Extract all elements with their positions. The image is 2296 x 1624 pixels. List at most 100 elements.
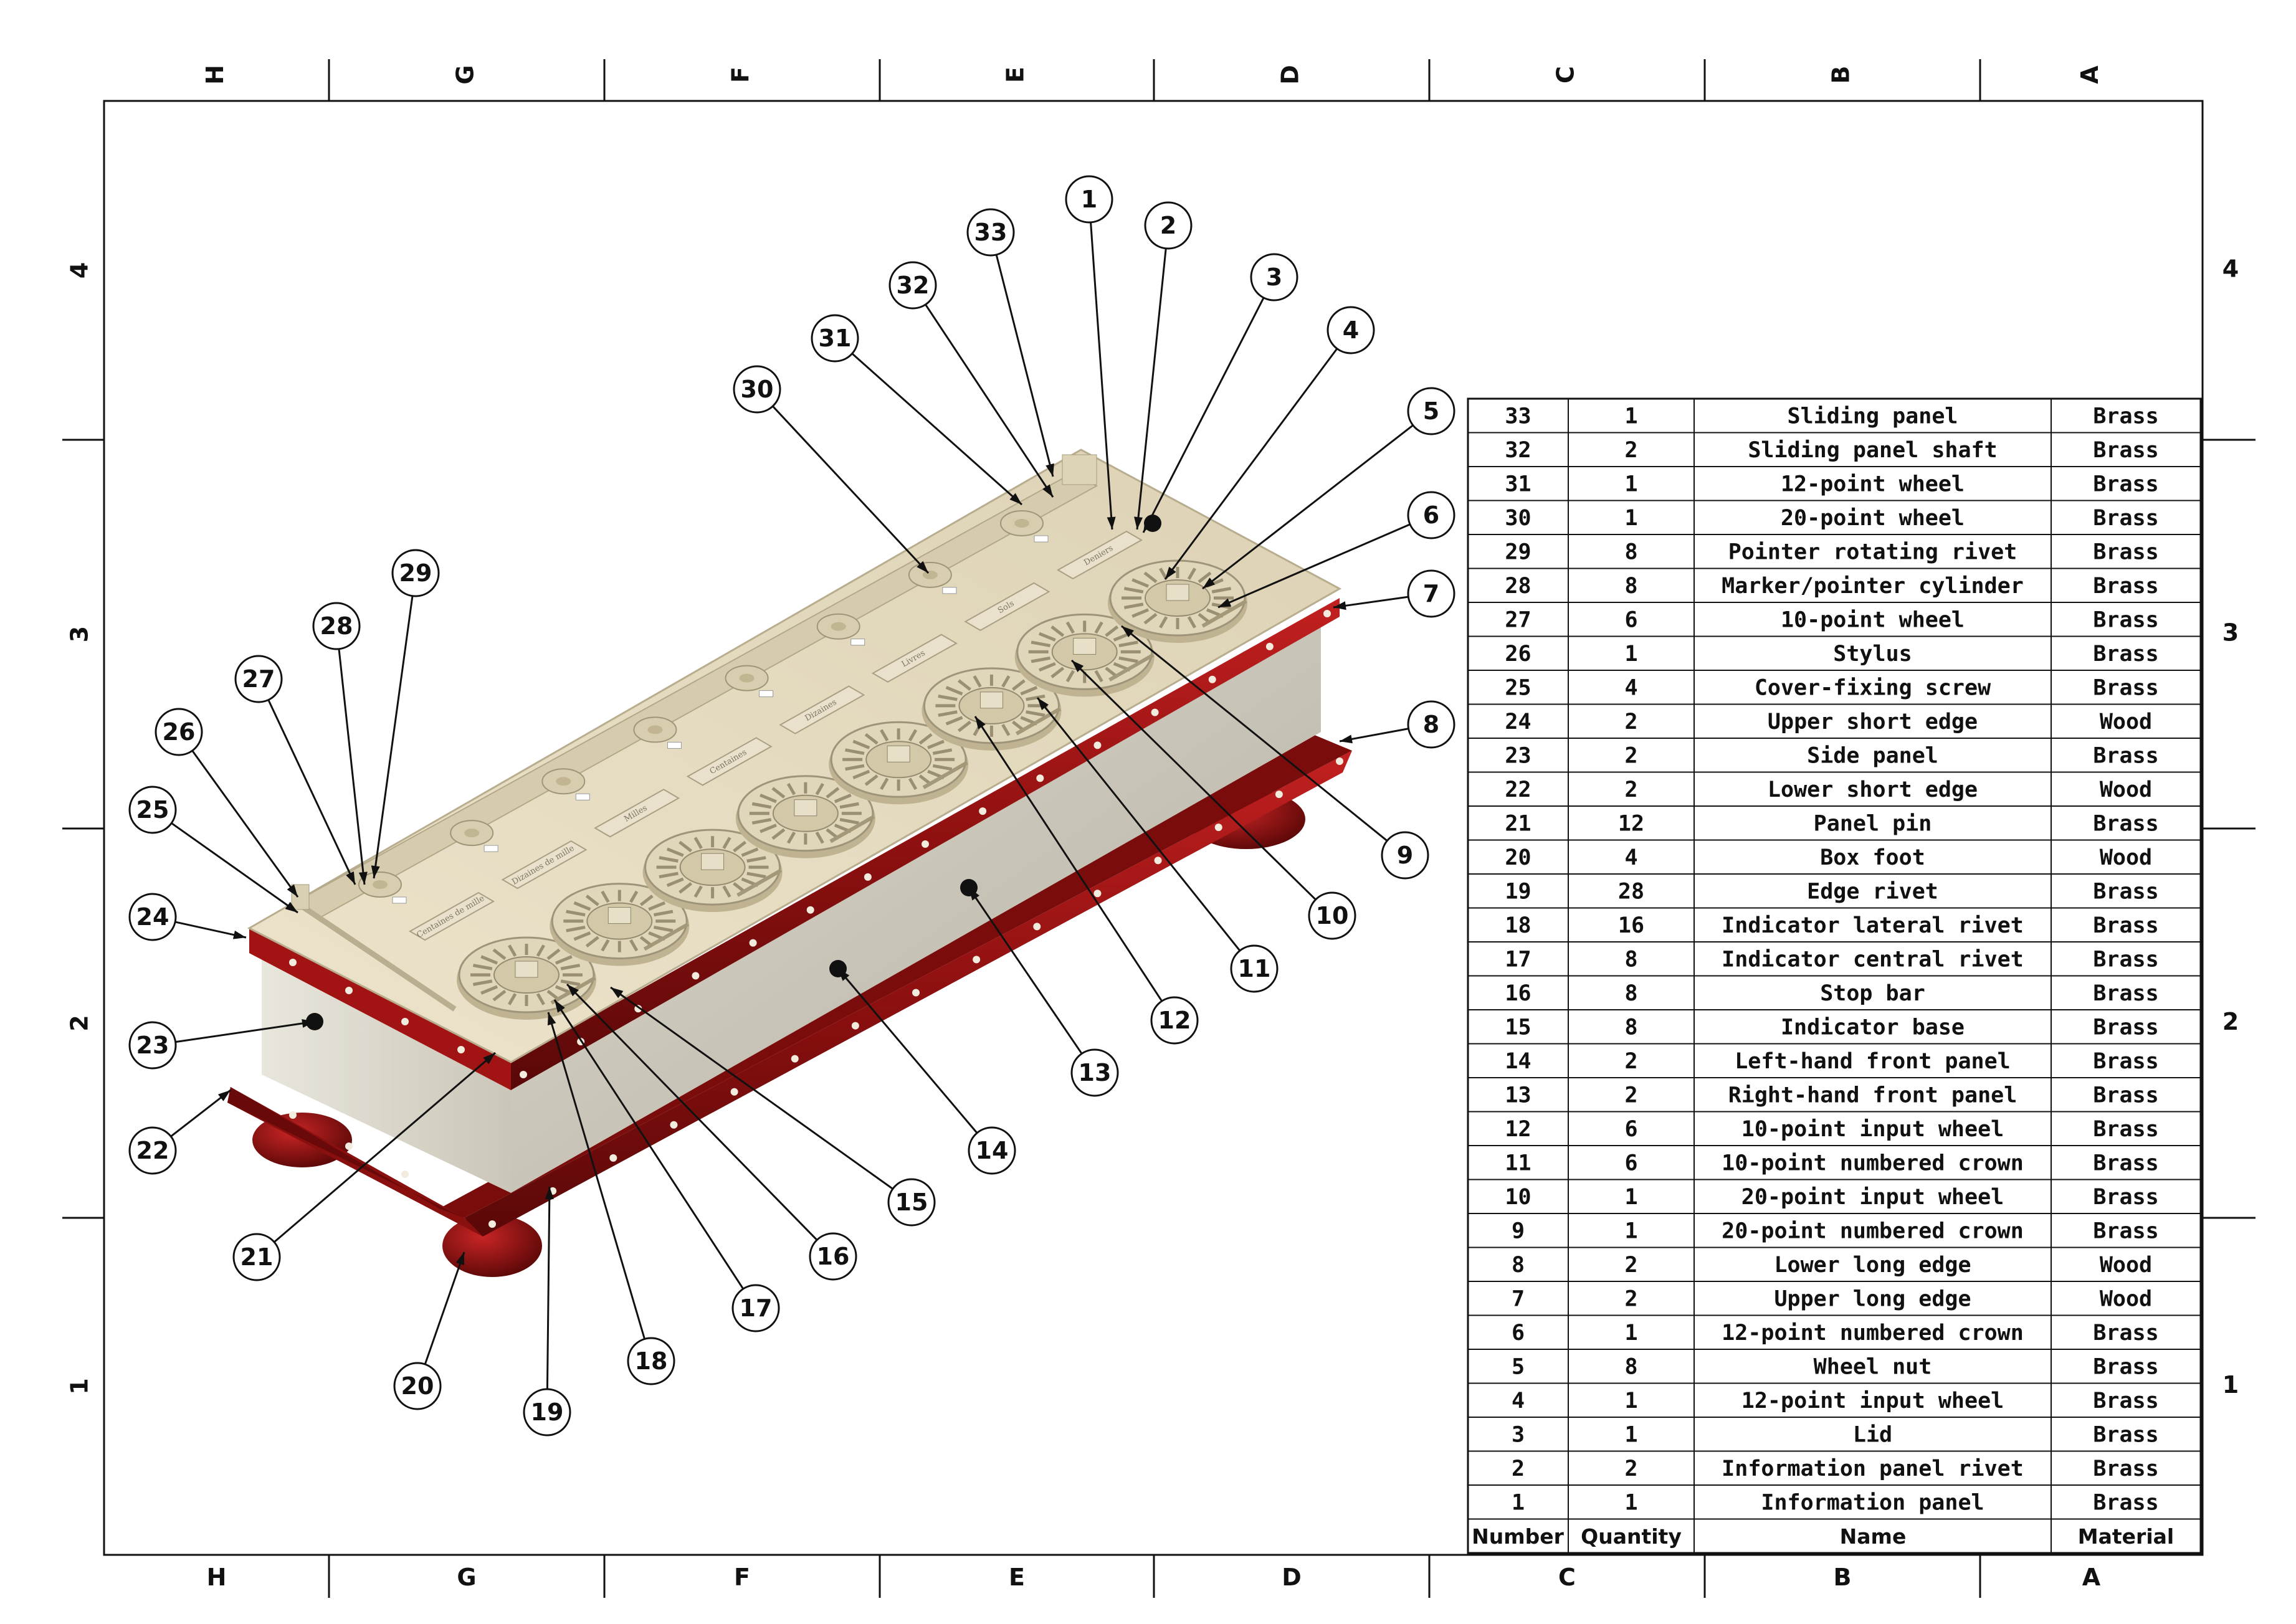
callout-circle: [232, 1233, 281, 1281]
wheel-spoke: [845, 748, 865, 755]
bom-cell-quantity: 2: [1624, 1286, 1637, 1311]
bom-cell-name: Lower long edge: [1774, 1253, 1971, 1278]
callout-number: 26: [163, 718, 196, 746]
leader-line: [1217, 523, 1410, 609]
bom-cell-material: Wood: [2100, 710, 2152, 734]
indicator-base: [515, 961, 538, 978]
callout-circle: [312, 602, 361, 650]
indicator-base: [1073, 637, 1097, 655]
leader-line: [1136, 249, 1167, 530]
bom-cell-number: 15: [1505, 1015, 1531, 1040]
wheel-spoke: [1159, 567, 1168, 580]
edge-rivet: [1208, 675, 1216, 683]
bom-cell-number: 30: [1505, 506, 1531, 531]
wheel-spoke: [508, 993, 517, 1005]
callout-number: 11: [1238, 955, 1271, 982]
callout-20: 20: [393, 1362, 442, 1410]
callout-circle: [1065, 175, 1113, 224]
wheel-spoke: [492, 989, 507, 1002]
callout-number: 20: [401, 1372, 434, 1400]
leader-arrowhead: [1072, 660, 1084, 673]
wheel-spoke: [566, 926, 586, 933]
bom-cell-number: 17: [1505, 947, 1531, 972]
bom-cell-number: 4: [1512, 1389, 1525, 1413]
leader-arrowhead: [547, 1012, 556, 1026]
wheel-spoke: [1026, 694, 1046, 701]
leader-arrowhead: [232, 930, 246, 939]
wheel-spoke: [880, 777, 889, 791]
callout-circle: [1381, 831, 1429, 880]
bom-cell-name: 10-point wheel: [1781, 607, 1965, 632]
10-point-input-wheel: [457, 559, 1247, 1020]
leader-line: [1036, 697, 1241, 951]
callout-number: 19: [531, 1398, 564, 1426]
leader-line: [566, 983, 817, 1240]
wheel-spoke: [536, 944, 545, 957]
wheel-spoke: [648, 901, 666, 911]
12-point-input-wheel: [1108, 559, 1247, 643]
callout-9: 9: [1381, 831, 1429, 880]
edge-rivet: [806, 906, 814, 914]
bom-cell-number: 5: [1512, 1354, 1525, 1379]
wheel-spoke: [945, 686, 963, 696]
wheel-spoke: [741, 847, 759, 857]
wheel-spoke: [659, 871, 679, 879]
wheel-spoke: [973, 675, 982, 688]
bom-cell-name: Marker/pointer cylinder: [1722, 574, 2024, 599]
bom-cell-name: Left-hand front panel: [1735, 1049, 2011, 1074]
leader-arrowhead: [483, 1053, 495, 1065]
edge-rivet: [912, 989, 920, 997]
wheel-spoke: [659, 856, 679, 863]
zone-number: 3: [2222, 619, 2239, 647]
bom-cell-material: Brass: [2093, 404, 2158, 429]
wheel-hub: [831, 622, 846, 631]
10-point-input-wheel: [829, 721, 969, 805]
bom-cell-quantity: 1: [1624, 404, 1637, 429]
wheel-spoke: [1118, 640, 1138, 647]
leader-line: [171, 822, 298, 914]
zone-letter: A: [2082, 1564, 2101, 1591]
edge-rivet: [609, 1154, 617, 1162]
indicator-window: [1034, 535, 1049, 543]
bom-cell-number: 25: [1505, 675, 1531, 700]
leader-line: [274, 1052, 496, 1243]
bom-cell-name: Upper long edge: [1774, 1286, 1971, 1311]
bom-header-name: Name: [1840, 1524, 1907, 1549]
indicator-window: [575, 793, 590, 800]
bom-cell-number: 7: [1512, 1286, 1525, 1311]
callout-6: 6: [1407, 491, 1455, 539]
bom-cell-name: 10-point numbered crown: [1722, 1151, 2024, 1175]
callout-circle: [1407, 387, 1455, 435]
bom-cell-material: Brass: [2093, 947, 2158, 972]
bom-cell-quantity: 2: [1624, 1083, 1637, 1108]
wheel-spoke: [1118, 656, 1138, 663]
bom-cell-quantity: 1: [1624, 1422, 1637, 1447]
bom-cell-name: Side panel: [1807, 743, 1938, 768]
wheel-spoke: [573, 931, 591, 941]
bom-grid: [1467, 397, 2202, 1554]
callout-27: 27: [234, 655, 283, 703]
edge-rivet: [973, 956, 981, 964]
zone-letter: E: [1002, 67, 1029, 83]
leader-line: [267, 700, 356, 885]
callout-28: 28: [312, 602, 361, 650]
callout-circle: [1250, 253, 1298, 302]
callout-circle: [1150, 996, 1199, 1045]
wheel-spoke: [864, 774, 879, 786]
wheel-spoke: [1026, 710, 1046, 717]
callout-number: 30: [741, 376, 774, 403]
wheel-spoke: [1050, 667, 1065, 678]
leader-arrowhead: [975, 716, 986, 729]
bom-cell-material: Brass: [2093, 1151, 2158, 1175]
leader-line: [546, 1186, 551, 1389]
bom-cell-material: Brass: [2093, 675, 2158, 700]
edge-rivet: [1033, 923, 1041, 931]
